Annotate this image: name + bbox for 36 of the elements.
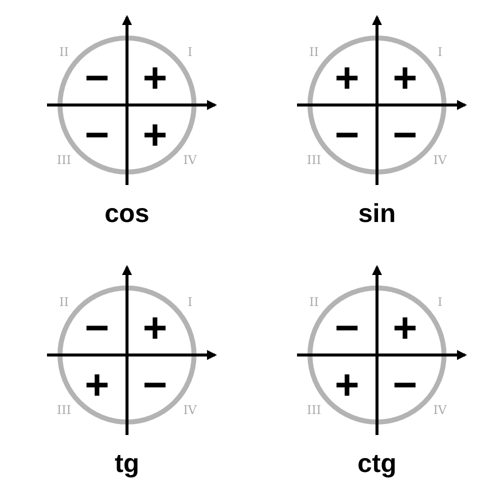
quadrant-numeral: IV	[183, 154, 197, 166]
quadrant-numeral: II	[309, 46, 319, 58]
quadrant-numeral: I	[188, 296, 192, 308]
sign-symbol: +	[142, 307, 168, 349]
function-name: tg	[114, 450, 140, 476]
sign-symbol: −	[84, 114, 110, 156]
quadrant-numeral: II	[59, 46, 69, 58]
sign-symbol: −	[334, 307, 360, 349]
sign-symbol: +	[142, 114, 168, 156]
quadrant-numeral: IV	[433, 154, 447, 166]
quadrant-numeral: III	[56, 154, 72, 166]
sign-symbol: +	[334, 364, 360, 406]
quadrant-numeral: I	[188, 46, 192, 58]
function-name: cos	[104, 200, 150, 226]
sign-symbol: −	[334, 114, 360, 156]
quadrant-numeral: III	[306, 154, 322, 166]
sign-symbol: +	[84, 364, 110, 406]
sign-symbol: −	[392, 364, 418, 406]
quadrant-numeral: III	[56, 404, 72, 416]
function-name: ctg	[358, 450, 396, 476]
quadrant-numeral: III	[306, 404, 322, 416]
sign-symbol: −	[392, 114, 418, 156]
sign-symbol: +	[392, 307, 418, 349]
sign-symbol: −	[142, 364, 168, 406]
function-name: sin	[358, 200, 396, 226]
sign-symbol: +	[142, 57, 168, 99]
quadrant-numeral: II	[309, 296, 319, 308]
quadrant-numeral: I	[438, 296, 442, 308]
sign-symbol: +	[334, 57, 360, 99]
sign-symbol: −	[84, 307, 110, 349]
quadrant-numeral: II	[59, 296, 69, 308]
sign-symbol: +	[392, 57, 418, 99]
quadrant-numeral: I	[438, 46, 442, 58]
quadrant-numeral: IV	[433, 404, 447, 416]
sign-symbol: −	[84, 57, 110, 99]
quadrant-numeral: IV	[183, 404, 197, 416]
